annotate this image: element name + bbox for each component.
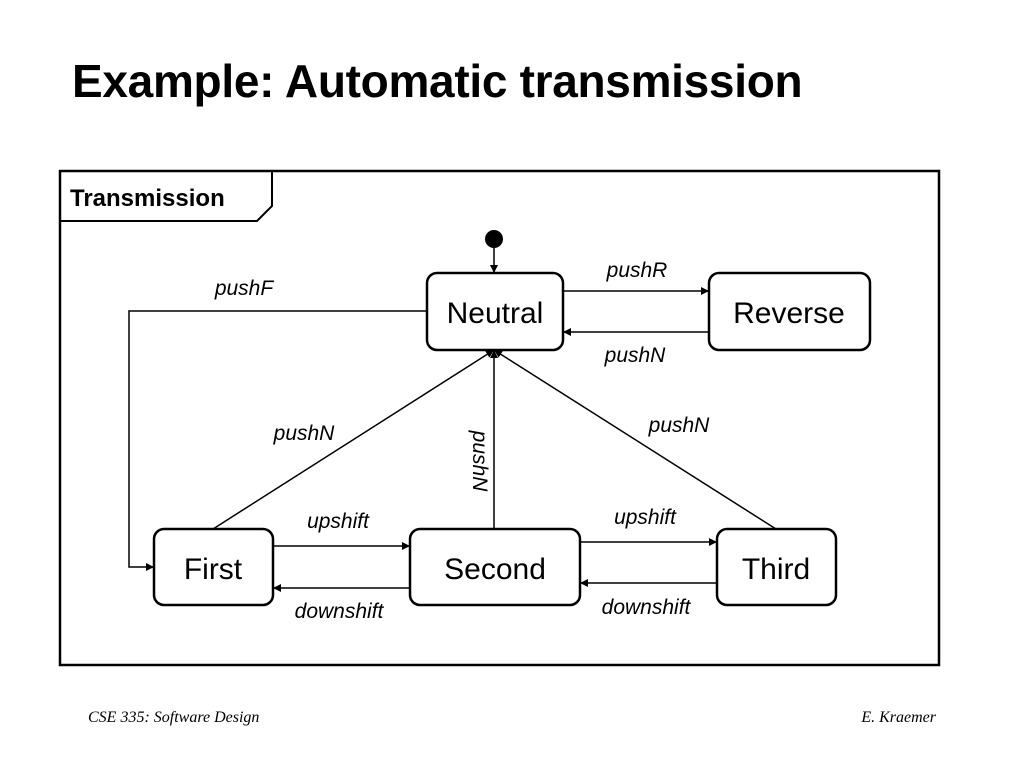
state-first-label: First xyxy=(184,553,243,586)
frame-label: Transmission xyxy=(70,185,225,212)
transition-push-f xyxy=(128,310,427,571)
state-reverse-label: Reverse xyxy=(733,297,845,330)
state-neutral-label: Neutral xyxy=(447,297,544,330)
state-third: Third xyxy=(715,527,838,607)
transition-downshift-3-2-label: downshift xyxy=(602,596,692,619)
transition-downshift-2-1-label: downshift xyxy=(295,600,385,623)
diagram-frame xyxy=(58,169,941,667)
state-third-label: Third xyxy=(742,553,810,586)
transition-push-n-reverse-label: pushN xyxy=(604,344,667,367)
frame-label-tab xyxy=(60,171,273,222)
state-first: First xyxy=(152,527,275,607)
state-neutral: Neutral xyxy=(425,271,565,352)
transition-push-n-third-label: pushN xyxy=(648,414,711,437)
state-second-label: Second xyxy=(444,553,546,586)
slide-title: Example: Automatic transmission xyxy=(72,55,803,107)
transition-push-n-first-label: pushN xyxy=(273,422,336,445)
footer-author: E. Kraemer xyxy=(861,709,936,726)
transition-upshift-2-3-label: upshift xyxy=(614,506,677,529)
state-reverse: Reverse xyxy=(707,271,872,352)
initial-state-dot xyxy=(485,230,503,248)
footer-course: CSE 335: Software Design xyxy=(88,709,260,726)
transition-push-n-first xyxy=(212,349,495,530)
transition-upshift-1-2-label: upshift xyxy=(307,510,370,533)
state-second: Second xyxy=(408,527,582,607)
transition-push-n-third xyxy=(493,349,777,530)
transition-push-f-label: pushF xyxy=(214,277,275,300)
transition-push-r-label: pushR xyxy=(606,259,668,282)
transition-push-n-second-label: pushN xyxy=(468,430,491,493)
